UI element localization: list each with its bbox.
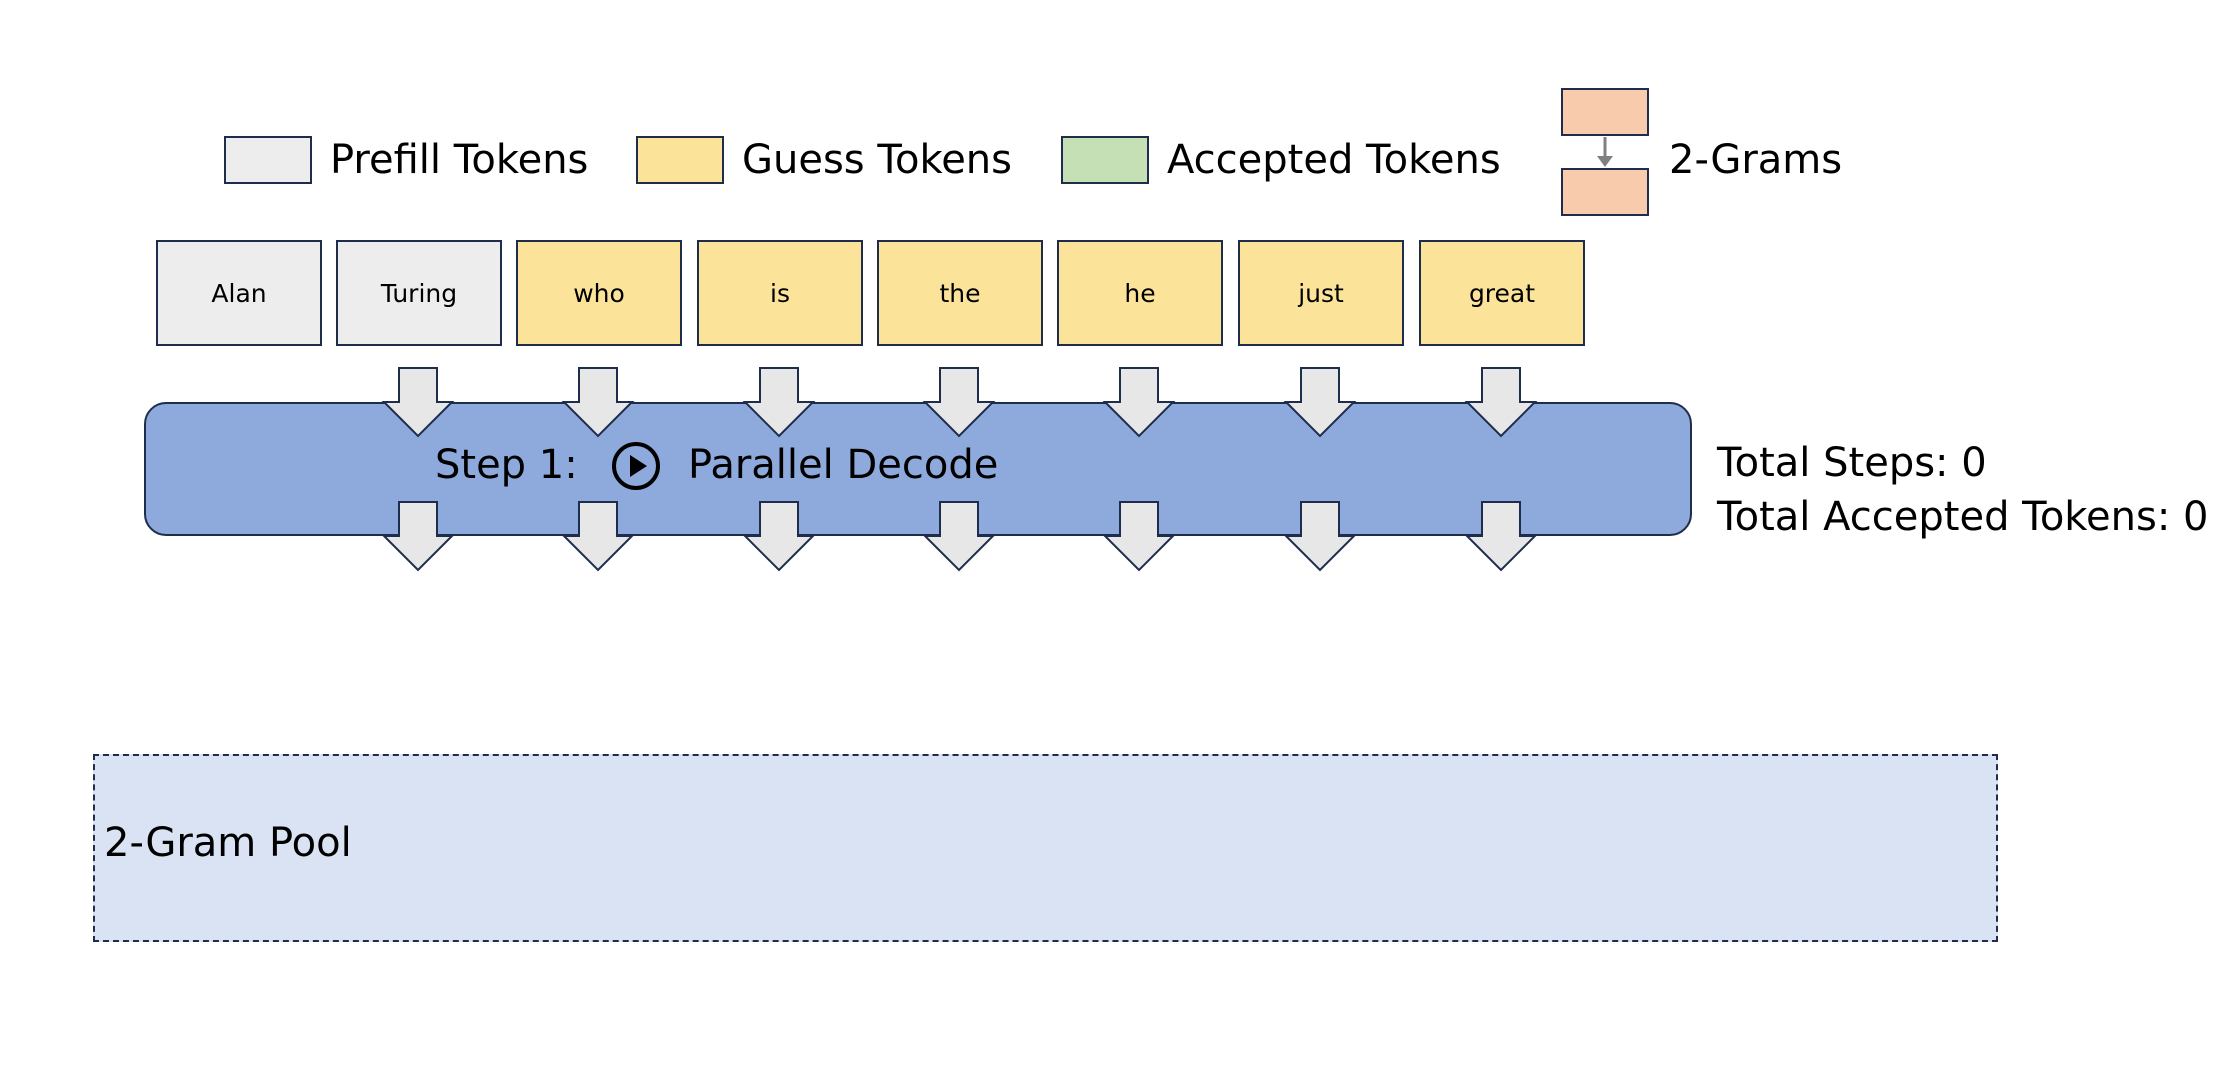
legend-guess-swatch <box>636 136 724 184</box>
legend-prefill-swatch <box>224 136 312 184</box>
token-text: Alan <box>211 278 267 308</box>
play-circle-icon[interactable] <box>610 440 662 492</box>
token-box: Alan <box>156 240 322 346</box>
token-box: Turing <box>336 240 502 346</box>
token-box: the <box>877 240 1043 346</box>
token-text: great <box>1468 278 1536 308</box>
twogram-arrowhead-icon <box>1597 156 1613 167</box>
legend-prefill-label: Prefill Tokens <box>330 137 589 183</box>
token-box: is <box>697 240 863 346</box>
legend-twogram-swatch-top <box>1561 88 1649 136</box>
token-text: just <box>1298 278 1344 308</box>
token-box: who <box>516 240 682 346</box>
parallel-decode-label: Parallel Decode <box>688 442 999 488</box>
token-box: he <box>1057 240 1223 346</box>
total-accepted-tokens: Total Accepted Tokens: 0 <box>1717 494 2209 540</box>
token-text: the <box>939 278 981 308</box>
twogram-pool-label: 2-Gram Pool <box>104 820 352 866</box>
legend-twogram-swatch-bottom <box>1561 168 1649 216</box>
step-label: Step 1: <box>435 442 578 488</box>
legend-twogram-label: 2-Grams <box>1669 137 1843 183</box>
token-box: just <box>1238 240 1404 346</box>
total-steps: Total Steps: 0 <box>1717 440 1987 486</box>
token-text: Turing <box>380 278 458 308</box>
legend-accepted-swatch <box>1061 136 1149 184</box>
token-text: is <box>770 278 790 308</box>
token-text: who <box>573 278 625 308</box>
twogram-pool <box>93 754 1998 942</box>
token-text: he <box>1124 278 1156 308</box>
legend-guess-label: Guess Tokens <box>742 137 1012 183</box>
token-box: great <box>1419 240 1585 346</box>
legend-accepted-label: Accepted Tokens <box>1167 137 1501 183</box>
